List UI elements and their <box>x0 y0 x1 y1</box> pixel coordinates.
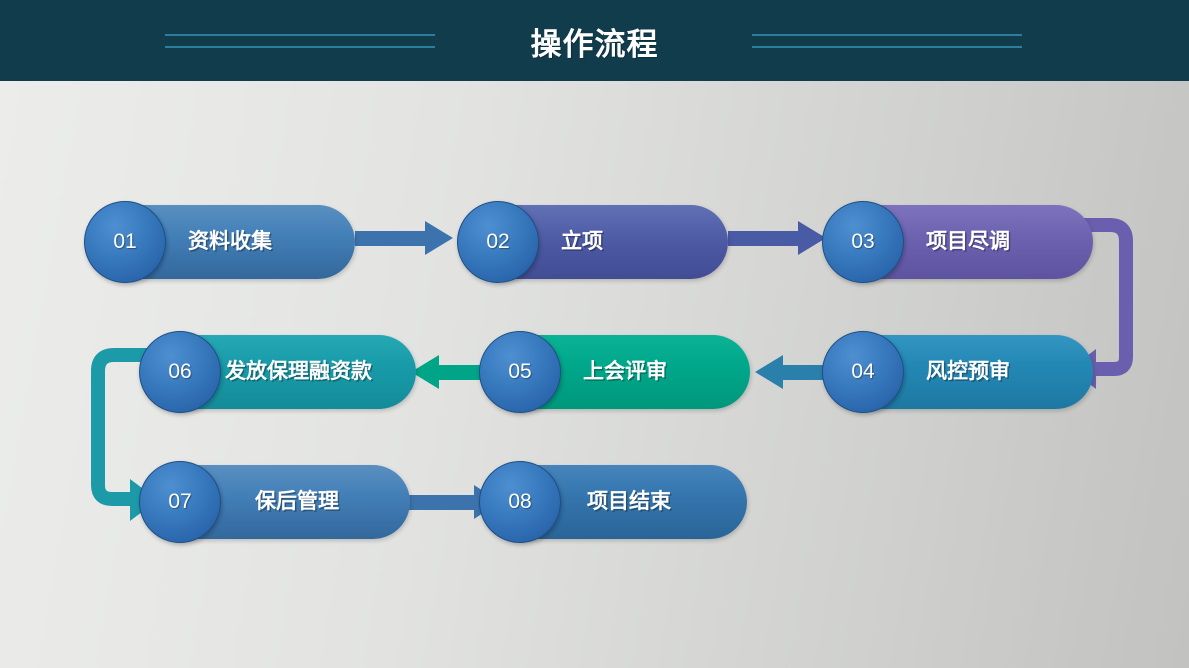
decor-line-right-bottom <box>752 46 1022 48</box>
flow-step-08-number: 08 <box>479 461 561 543</box>
decor-line-left-bottom <box>165 46 435 48</box>
arrow-shaft <box>408 495 476 510</box>
flow-step-07-label: 保后管理 <box>255 490 339 513</box>
flow-step-07-number: 07 <box>139 461 221 543</box>
flow-step-04-label: 风控预审 <box>926 360 1010 383</box>
flow-step-01-label: 资料收集 <box>188 230 272 253</box>
flow-step-04[interactable]: 04 风控预审 <box>822 331 1093 413</box>
flow-step-04-number: 04 <box>822 331 904 413</box>
decor-lines-left <box>165 34 435 48</box>
arrow-head <box>425 221 453 255</box>
flow-step-06-number: 06 <box>139 331 221 413</box>
flow-step-01[interactable]: 01 资料收集 <box>84 201 355 283</box>
flow-step-07[interactable]: 07 保后管理 <box>139 461 410 543</box>
arrow-head <box>755 355 783 389</box>
flow-step-02[interactable]: 02 立项 <box>457 201 728 283</box>
flow-step-03[interactable]: 03 项目尽调 <box>822 201 1093 283</box>
arrow-shaft <box>355 231 427 246</box>
flow-step-03-label: 项目尽调 <box>926 230 1010 253</box>
page-title: 操作流程 <box>530 27 659 62</box>
flow-step-08-label: 项目结束 <box>587 490 671 513</box>
flow-step-02-label: 立项 <box>561 230 603 253</box>
flow-step-03-number: 03 <box>822 201 904 283</box>
flow-step-05[interactable]: 05 上会评审 <box>479 331 750 413</box>
flow-step-01-number: 01 <box>84 201 166 283</box>
flow-step-06[interactable]: 06 发放保理融资款 <box>139 331 416 413</box>
arrow-01-to-02 <box>355 221 453 255</box>
arrow-head <box>798 221 826 255</box>
flow-step-05-number: 05 <box>479 331 561 413</box>
flow-step-06-label: 发放保理融资款 <box>225 360 372 383</box>
decor-lines-right <box>752 34 1022 48</box>
decor-line-left-top <box>165 34 435 36</box>
flow-diagram: 01 资料收集 02 立项 03 项目尽调 04 风控预审 05 上会评审 06… <box>0 81 1189 668</box>
flow-step-08[interactable]: 08 项目结束 <box>479 461 747 543</box>
arrow-02-to-03 <box>728 221 826 255</box>
arrow-shaft <box>728 231 800 246</box>
slide-header: 操作流程 <box>0 0 1189 81</box>
flow-step-02-number: 02 <box>457 201 539 283</box>
flow-step-05-label: 上会评审 <box>583 360 667 383</box>
decor-line-right-top <box>752 34 1022 36</box>
